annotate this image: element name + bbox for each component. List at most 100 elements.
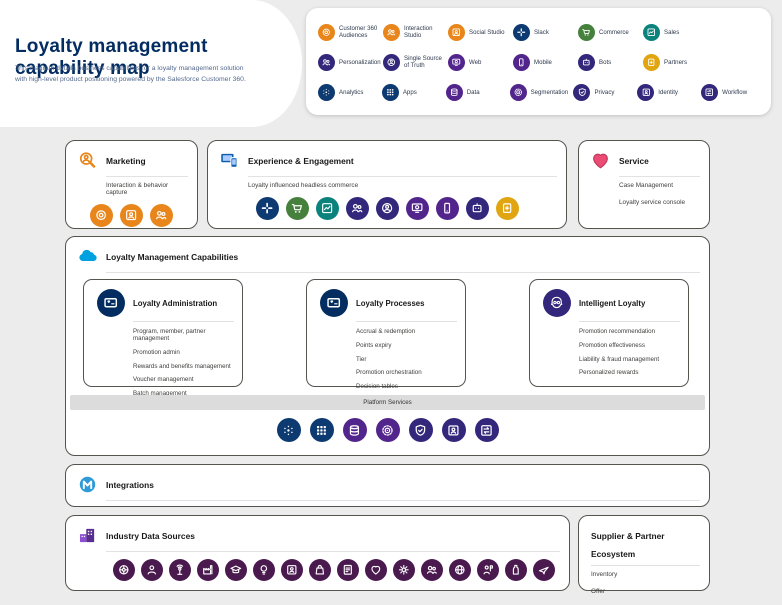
section-title: Industry Data Sources: [106, 530, 195, 541]
list-item: Voucher management: [133, 376, 194, 384]
divider: [356, 321, 457, 322]
buildings-icon: [77, 525, 98, 546]
legend-identity: Identity: [637, 83, 701, 101]
data-icon: [445, 83, 463, 101]
partners-icon: [643, 53, 660, 71]
list-item: Program, member, partner management: [133, 328, 206, 342]
legend-label: Mobile: [534, 58, 552, 66]
list-item: Points expiry: [356, 341, 392, 349]
divider: [133, 321, 234, 322]
box-loyalty-administration: Loyalty Administration Program, member, …: [83, 279, 243, 397]
customer-360-audiences-icon: [90, 204, 113, 227]
legend-label: Slack: [534, 28, 549, 36]
public-sector-icon: [448, 559, 471, 581]
mobile-icon: [435, 197, 459, 220]
list-item: Loyalty service console: [619, 199, 686, 206]
legend-label: Interaction Studio: [404, 25, 433, 39]
page-subtitle: This diagram details business capabiliti…: [15, 65, 246, 83]
workflow-icon: [701, 83, 719, 101]
interaction-studio-icon: [150, 204, 173, 227]
web-icon: [448, 53, 465, 71]
commerce-icon: [285, 197, 309, 220]
divider: [248, 176, 557, 177]
audience-search-icon: [77, 150, 98, 171]
web-icon: [405, 197, 429, 220]
divider: [106, 272, 700, 273]
section-title: Marketing: [106, 155, 146, 166]
legend-label: Data: [466, 88, 480, 96]
loyalty-card-icon: [320, 289, 348, 317]
heart-icon: [590, 150, 611, 171]
legend-label: Workflow: [722, 88, 748, 96]
consumer-goods-icon: [308, 559, 331, 581]
bots-icon: [465, 197, 489, 220]
legend-single-source-of-truth: Single Source of Truth: [383, 53, 448, 71]
page-title: Loyalty management capability map: [15, 36, 208, 79]
personalization-icon: [345, 197, 369, 220]
legend-workflow: Workflow: [701, 83, 765, 101]
legend-label: Social Studio: [469, 28, 505, 36]
list-item: Decision tables: [356, 383, 398, 391]
section-title: Experience & Engagement: [248, 155, 354, 166]
legend-label: Analytics: [339, 88, 364, 96]
commerce-icon: [578, 23, 595, 41]
legend-label: Customer 360 Audiences: [339, 25, 378, 39]
mobile-icon: [513, 53, 530, 71]
list-item: Rewards and benefits management: [133, 362, 231, 370]
nonprofit-icon: [140, 559, 163, 581]
platform-services-bar: Platform Services: [70, 395, 705, 410]
mulesoft-icon: [77, 474, 98, 495]
list-item: Interaction & behavior capture: [106, 182, 169, 196]
legend-label: Privacy: [594, 88, 615, 96]
legend-mobile: Mobile: [513, 53, 578, 71]
legend-web: Web: [448, 53, 513, 71]
customer-360-audiences-icon: [318, 23, 335, 41]
list-item: Personalized rewards: [579, 369, 639, 377]
analytics-icon: [318, 83, 335, 101]
sales-icon: [643, 23, 660, 41]
legend-label: Web: [469, 58, 482, 66]
communications-icon: [168, 559, 191, 581]
divider: [619, 176, 700, 177]
section-loyalty-capabilities: Loyalty Management Capabilities Loyalty …: [65, 236, 710, 456]
legend-segmentation: Segmentation: [509, 83, 574, 101]
legend-row: Customer 360 Audiences Interaction Studio…: [318, 17, 765, 47]
legend-label: Bots: [599, 58, 612, 66]
devices-icon: [219, 150, 240, 171]
interaction-studio-icon: [383, 23, 400, 41]
privacy-icon: [408, 418, 433, 442]
section-title: Supplier & Partner Ecosystem: [591, 531, 665, 559]
list-item: Promotion recommendation: [579, 328, 656, 335]
section-title: Service: [619, 155, 649, 166]
legend-label: Segmentation: [530, 88, 569, 96]
philanthropy-icon: [476, 559, 499, 581]
hero-panel: Loyalty management capability map This d…: [0, 0, 302, 127]
list-item: Promotion effectiveness: [579, 341, 645, 349]
legend-label: Partners: [664, 58, 688, 66]
legend-sales: Sales: [643, 23, 708, 41]
box-title: Loyalty Administration: [133, 298, 218, 308]
list-item: Tier: [356, 355, 367, 363]
box-intelligent-loyalty: Intelligent Loyalty Promotion recommenda…: [529, 279, 689, 387]
list-item: Inventory: [591, 571, 618, 578]
list-item: Liability & fraud management: [579, 355, 660, 363]
food-beverage-icon: [504, 559, 527, 581]
divider: [579, 321, 680, 322]
salesforce-cloud-icon: [77, 246, 98, 267]
list-item: Batch management: [133, 390, 187, 398]
social-studio-icon: [120, 204, 143, 227]
bots-icon: [578, 53, 595, 71]
engineering-icon: [392, 559, 415, 581]
healthcare-icon: [364, 559, 387, 581]
workflow-icon: [474, 418, 499, 442]
legend-apps: Apps: [381, 83, 446, 101]
single-source-of-truth-icon: [383, 53, 400, 71]
apps-icon: [309, 418, 334, 442]
government-icon: [336, 559, 359, 581]
divider: [106, 176, 188, 177]
legend-customer-360-audiences: Customer 360 Audiences: [318, 23, 383, 41]
divider: [106, 551, 560, 552]
